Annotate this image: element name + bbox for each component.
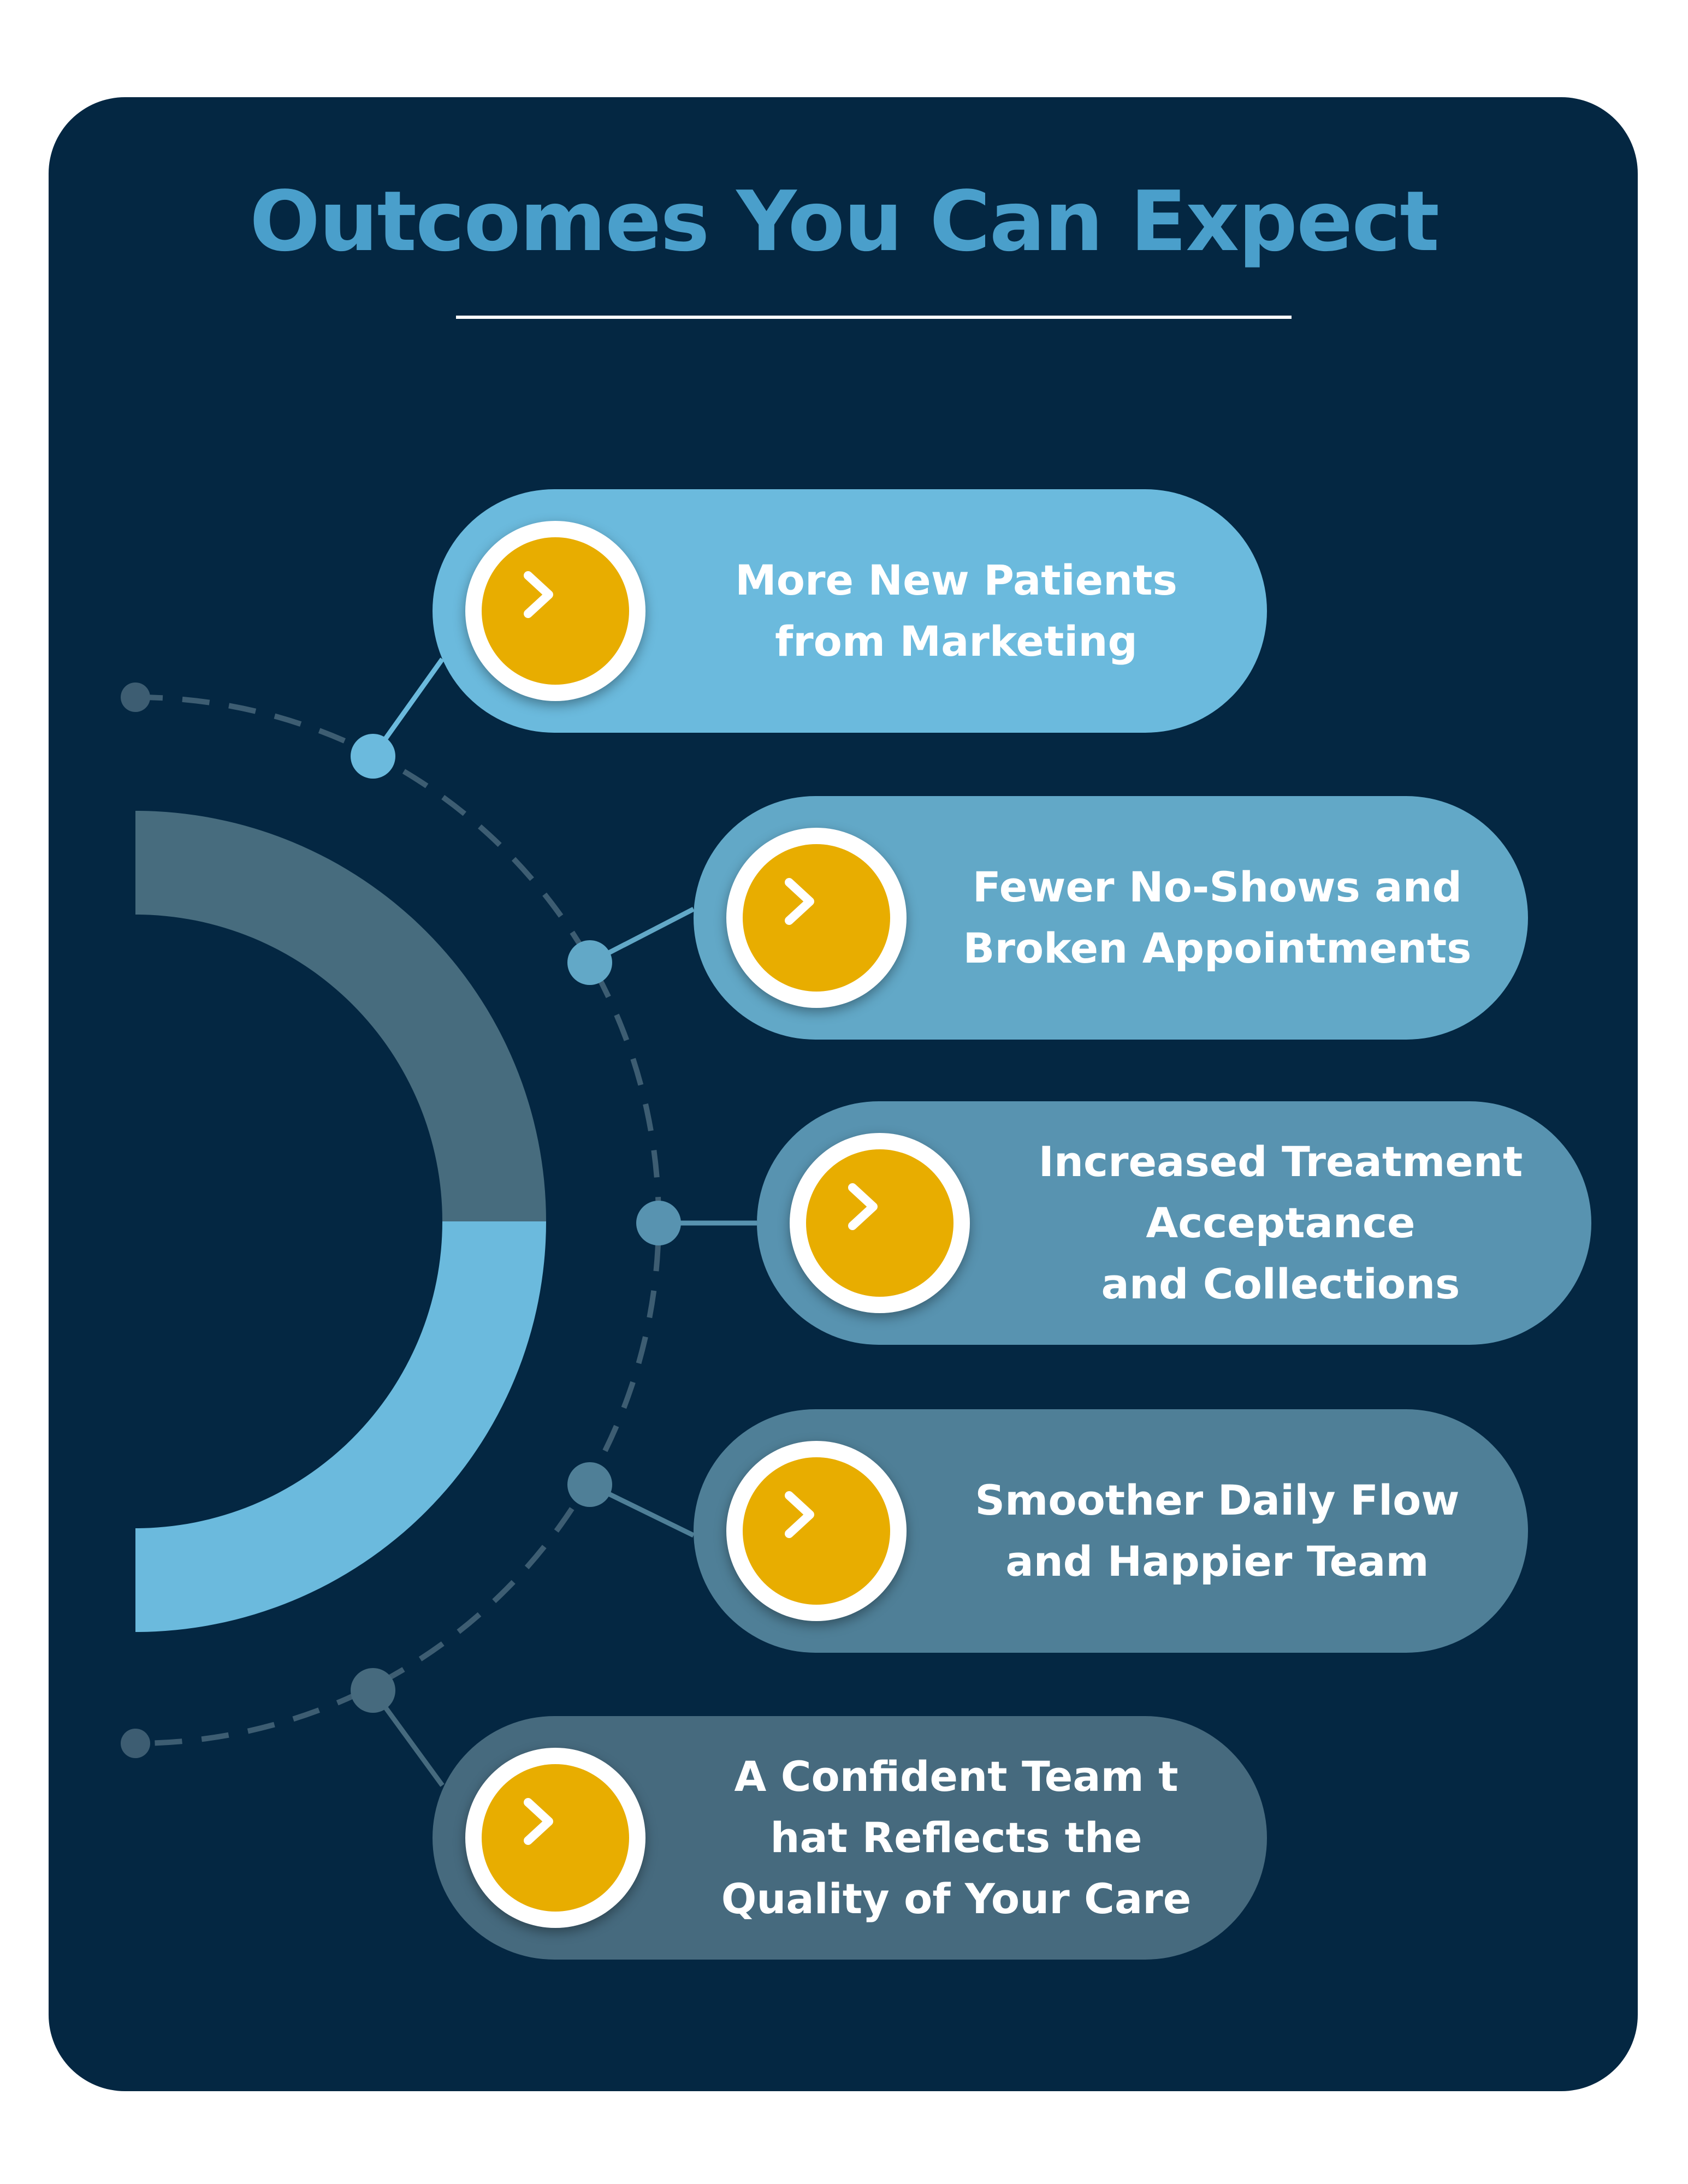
arc-top-segment (135, 811, 546, 1221)
chevron-right-icon (785, 1491, 814, 1538)
connector-dot-4 (567, 1462, 612, 1507)
title-divider (456, 316, 1292, 319)
chevron-right-icon (785, 878, 814, 925)
chevron-badge (726, 1441, 907, 1621)
connector-dot-1 (351, 734, 395, 779)
chevron-right-icon (524, 1798, 553, 1845)
outcome-label: Smoother Daily Flow and Happier Team (975, 1476, 1460, 1586)
arc-end-dot-bottom (121, 1729, 150, 1758)
connector-dot-5 (351, 1668, 395, 1713)
outcome-label: A Confident Team t hat Reflects the Qual… (721, 1752, 1192, 1923)
outcome-label: Fewer No-Shows and Broken Appointments (963, 863, 1472, 972)
outcome-pill-3: Increased Treatment Acceptance and Colle… (757, 1101, 1591, 1345)
connector-dot-2 (567, 940, 612, 985)
outcome-pill-1: More New Patients from Marketing (433, 489, 1267, 733)
outcome-pill-2: Fewer No-Shows and Broken Appointments (694, 796, 1528, 1040)
outcome-label: More New Patients from Marketing (735, 556, 1177, 666)
page-title: Outcomes You Can Expect (250, 173, 1440, 270)
chevron-badge (465, 521, 645, 701)
outcome-pill-5: A Confident Team t hat Reflects the Qual… (433, 1716, 1267, 1960)
chevron-badge (465, 1748, 645, 1928)
arc-bottom-segment (135, 1221, 546, 1632)
outcome-label: Increased Treatment Acceptance and Colle… (1038, 1137, 1523, 1308)
chevron-right-icon (848, 1183, 878, 1230)
connector-dot-3 (636, 1201, 681, 1245)
outcome-pill-4: Smoother Daily Flow and Happier Team (694, 1409, 1528, 1653)
chevron-badge (726, 828, 907, 1008)
chevron-right-icon (524, 571, 553, 618)
arc-end-dot-top (121, 682, 150, 712)
chevron-badge (790, 1133, 970, 1313)
